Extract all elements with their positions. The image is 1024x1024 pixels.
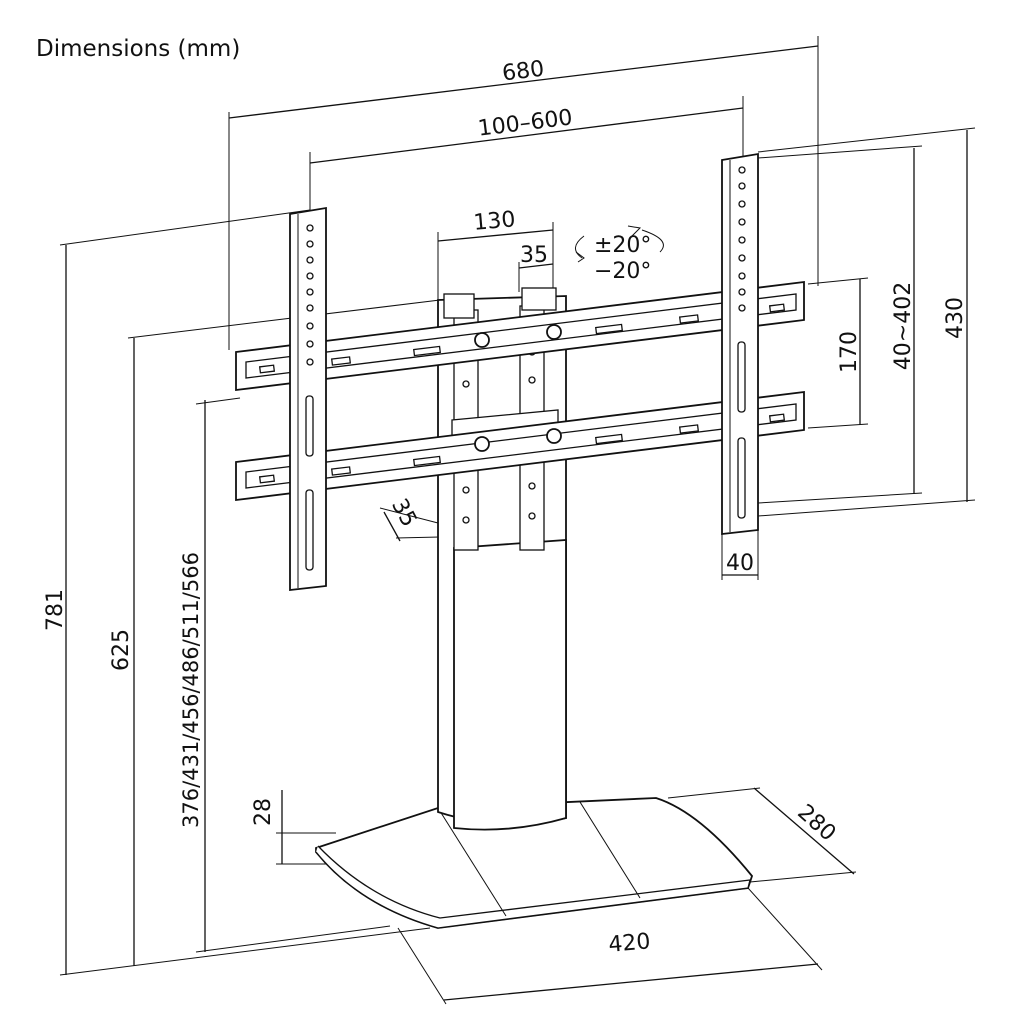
tilt-arrow-icon — [575, 225, 664, 263]
tilt-back-label: −20° — [594, 259, 651, 284]
dimension-lines — [59, 36, 976, 1005]
arm-length-label: 430 — [943, 297, 968, 339]
rail-slots — [258, 303, 786, 484]
tilt-label: ±20° — [594, 233, 651, 258]
column-depth-label: 35 — [520, 243, 548, 268]
max-mount-height-label: 625 — [109, 629, 134, 671]
vertical-arm-left — [289, 206, 327, 592]
height-positions-label: 376/431/456/486/511/566 — [179, 552, 203, 828]
base-depth-label: 280 — [792, 800, 840, 847]
stand-column — [437, 287, 567, 831]
base-width-label: 420 — [607, 929, 651, 958]
page-title: Dimensions (mm) — [36, 36, 240, 62]
overall-width-label: 680 — [501, 57, 546, 87]
vertical-arm-right — [721, 152, 759, 536]
vesa-height-label: 40~402 — [891, 282, 916, 370]
overall-height-label: 781 — [43, 589, 68, 631]
bolt-icons — [474, 324, 562, 452]
base-thickness-label: 28 — [251, 798, 276, 826]
column-width-label: 130 — [472, 207, 516, 236]
arm-width-label: 40 — [726, 551, 754, 576]
stand-base — [315, 797, 754, 929]
bracket-spacing-label: 170 — [837, 331, 862, 373]
horizontal-rails — [235, 280, 805, 502]
